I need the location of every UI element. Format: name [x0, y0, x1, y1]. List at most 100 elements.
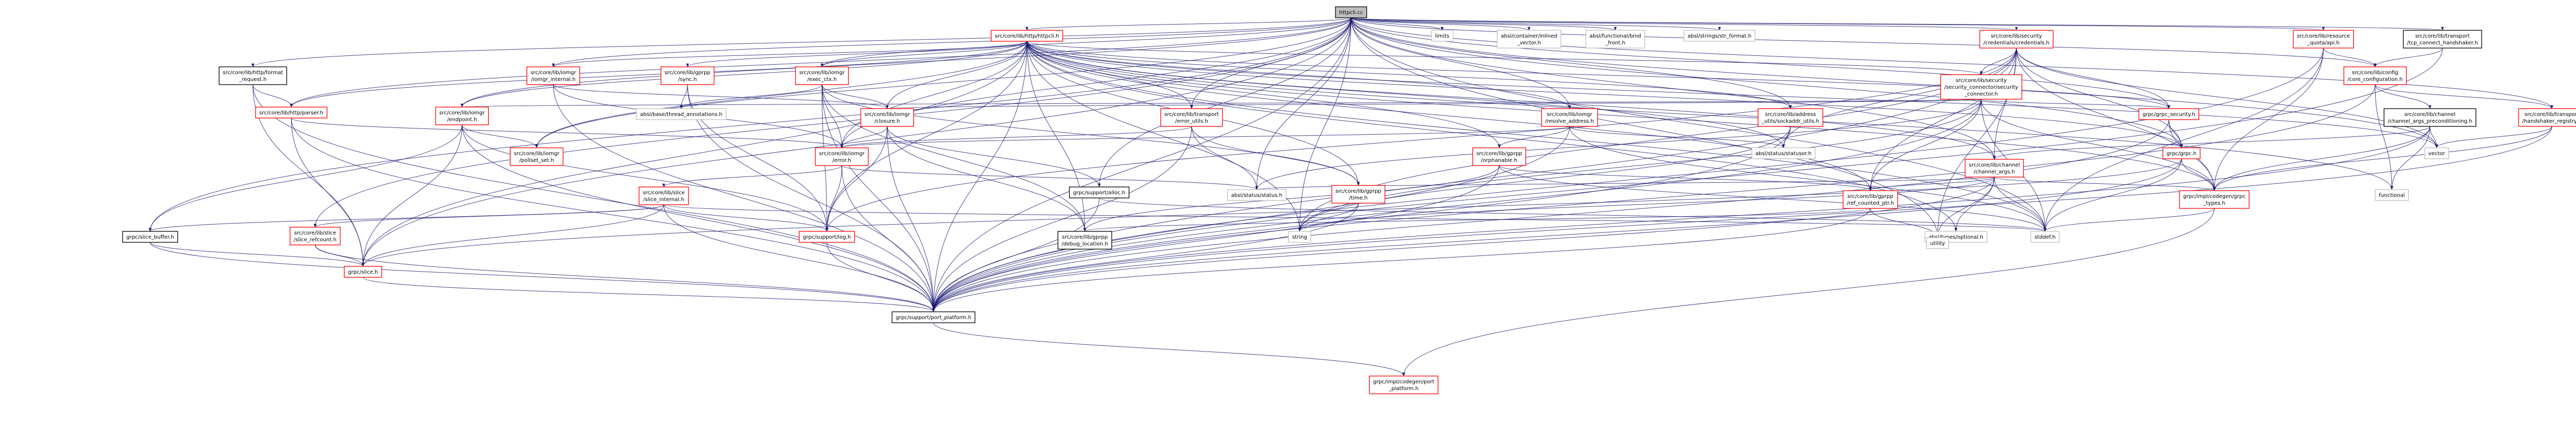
edge-resolve-address-to-iomgr-error: [840, 126, 1570, 148]
node-channel-args[interactable]: src/core/lib/channel/channel_args.h: [1965, 159, 2024, 178]
node-support-log[interactable]: grpc/support/log.h: [799, 231, 855, 243]
node-box: [1472, 147, 1526, 166]
node-resolve-address[interactable]: src/core/lib/iomgr/resolve_address.h: [1541, 108, 1598, 127]
edge-root-to-port-platform: [932, 17, 1352, 312]
edge-http-format-request-to-port-platform: [252, 84, 935, 312]
edge-grpc-grpc-to-stddef: [2043, 158, 2182, 232]
node-box: [1331, 185, 1386, 204]
node-label: /endpoint.h: [447, 117, 477, 123]
node-sockaddr-utils[interactable]: src/core/lib/address_utils/sockaddr_util…: [1758, 108, 1823, 127]
node-gprpp-time[interactable]: src/core/lib/gprpp/time.h: [1331, 185, 1386, 204]
node-transport-error-utils[interactable]: src/core/lib/transport/error_utils.h: [1160, 108, 1223, 127]
edge-root-to-transport-error-utils: [1190, 17, 1352, 109]
node-box: [1431, 30, 1453, 42]
node-gprpp-sync[interactable]: src/core/lib/gprpp/sync.h: [660, 66, 715, 85]
node-box: [991, 30, 1063, 42]
edge-iomgr-endpoint-to-slice-buffer: [149, 124, 463, 232]
edge-slice-internal-to-port-platform: [663, 204, 935, 312]
node-grpc-slice[interactable]: grpc/slice.h: [344, 266, 382, 278]
node-gprpp-orphanable[interactable]: src/core/lib/gprpp/orphanable.h: [1472, 147, 1526, 166]
edge-httpcli-h-to-iomgr-error: [840, 41, 1028, 148]
node-box: [1288, 231, 1311, 243]
node-support-alloc[interactable]: grpc/support/alloc.h: [1069, 186, 1129, 198]
node-label: src/core/lib/gprpp: [665, 70, 711, 76]
node-slice-buffer[interactable]: grpc/slice_buffer.h: [122, 231, 178, 243]
node-box: [1541, 108, 1598, 127]
node-label: src/core/lib/http/parser.h: [259, 110, 323, 116]
node-label: _connector.h: [1964, 91, 1998, 97]
node-stddef: stddef.h: [2030, 231, 2060, 243]
node-http-parser[interactable]: src/core/lib/http/parser.h: [255, 107, 328, 119]
edge-root-to-vector: [1351, 17, 2438, 148]
node-iomgr-error[interactable]: src/core/lib/iomgr/error.h: [815, 147, 869, 166]
edge-grpc-security-to-port-platform: [932, 119, 2169, 312]
edge-iomgr-error-to-slice-internal: [662, 165, 842, 187]
node-iomgr-endpoint[interactable]: src/core/lib/iomgr/endpoint.h: [435, 107, 489, 125]
node-label: /closure.h: [874, 119, 900, 124]
edge-channel-args-to-stddef: [1994, 177, 2047, 232]
edge-channel-args-to-utility: [1936, 177, 1995, 238]
node-slice-refcount[interactable]: src/core/lib/slice/slice_refcount.h: [290, 227, 341, 245]
node-label: _front.h: [1605, 40, 1625, 46]
node-grpc-grpc[interactable]: grpc/grpc.h: [2162, 147, 2201, 159]
node-security-credentials[interactable]: src/core/lib/security/credentials/creden…: [1979, 30, 2054, 49]
edge-channel-args-to-grpc-types: [1994, 177, 2216, 191]
node-tcp-connect-handshaker[interactable]: src/core/lib/transport/tcp_connect_hands…: [2403, 30, 2482, 49]
edge-security-credentials-to-grpc-types: [2016, 48, 2216, 191]
edge-grpc-grpc-to-grpc-slice: [362, 158, 2182, 267]
node-label: /core_configuration.h: [2348, 77, 2403, 83]
node-label: /slice_refcount.h: [294, 237, 336, 243]
node-debug-location[interactable]: src/core/lib/gprpp/debug_location.h: [1057, 231, 1112, 250]
node-slice-internal[interactable]: src/core/lib/slice/slice_internal.h: [639, 186, 689, 205]
node-resource-quota-api[interactable]: src/core/lib/resource_quota/api.h: [2293, 30, 2354, 49]
node-channel-args-precond[interactable]: src/core/lib/channel/channel_args_precon…: [2384, 108, 2476, 127]
edge-security-credentials-to-vector: [2016, 48, 2438, 148]
edge-httpcli-h-to-pollset-set: [535, 41, 1028, 148]
node-box: [1057, 231, 1112, 250]
node-handshaker-registry[interactable]: src/core/lib/transport/handshaker_regist…: [2518, 108, 2576, 127]
edge-resource-quota-api-to-grpc-types: [2212, 48, 2324, 191]
node-box: [892, 311, 976, 323]
edge-iomgr-error-to-port-platform: [841, 165, 935, 312]
node-ref-counted-ptr[interactable]: src/core/lib/gprpp/ref_counted_ptr.h: [1843, 190, 1898, 209]
node-label: /resolve_address.h: [1545, 119, 1594, 124]
node-label: functional: [2379, 193, 2405, 198]
node-iomgr-internal[interactable]: src/core/lib/iomgr/iomgr_internal.h: [526, 66, 581, 85]
node-label: /pollset_set.h: [519, 158, 553, 163]
node-box: [2403, 30, 2482, 49]
edge-security-connector-to-iomgr-closure: [886, 99, 1982, 109]
node-label: _vector.h: [1516, 40, 1540, 46]
node-label: absl/functional/bind: [1590, 33, 1641, 39]
node-label: _platform.h: [1388, 386, 1418, 392]
edge-iomgr-closure-to-iomgr-error: [840, 126, 888, 148]
node-label: limits: [1435, 33, 1449, 39]
edge-httpcli-h-to-iomgr-closure: [885, 41, 1028, 109]
node-config-core[interactable]: src/core/lib/config/core_configuration.h: [2343, 66, 2407, 85]
edge-gprpp-orphanable-to-debug-location: [1083, 165, 1500, 232]
node-grpc-types[interactable]: grpc/impl/codegen/grpc_types.h: [2179, 190, 2249, 209]
node-pollset-set[interactable]: src/core/lib/iomgr/pollset_set.h: [510, 147, 564, 166]
node-codegen-port-platform[interactable]: grpc/impl/codegen/port_platform.h: [1369, 376, 1439, 394]
node-grpc-security[interactable]: grpc/grpc_security.h: [2138, 108, 2199, 120]
node-httpcli-h[interactable]: src/core/lib/http/httpcli.h: [991, 30, 1063, 42]
node-label: string: [1292, 234, 1307, 240]
node-iomgr-closure[interactable]: src/core/lib/iomgr/closure.h: [860, 108, 914, 127]
node-exec-ctx[interactable]: src/core/lib/iomgr/exec_ctx.h: [795, 66, 849, 85]
edge-handshaker-registry-to-port-platform: [932, 126, 2553, 312]
node-box: [255, 107, 328, 119]
node-label: /error.h: [833, 158, 851, 163]
node-label: src/core/lib/gprpp: [1062, 234, 1108, 240]
node-absl-thread: absl/base/thread_annotations.h: [636, 108, 727, 120]
node-security-connector[interactable]: src/core/lib/security/security_connector…: [1940, 74, 2023, 100]
node-label: src/core/lib/iomgr: [819, 151, 865, 157]
edge-ref-counted-ptr-to-port-platform: [932, 208, 1871, 312]
node-label: grpc/grpc.h: [2166, 151, 2197, 157]
edge-security-connector-to-absl-status: [1255, 99, 1982, 190]
node-box: [2138, 108, 2199, 120]
node-port-platform[interactable]: grpc/support/port_platform.h: [892, 311, 976, 323]
node-absl-bind: absl/functional/bind_front.h: [1585, 30, 1645, 49]
edge-httpcli-h-to-grpc-slice: [362, 41, 1028, 267]
node-http-format-request[interactable]: src/core/lib/http/format_request.h: [219, 66, 287, 85]
node-absl-strformat: absl/strings/str_format.h: [1683, 30, 1755, 42]
